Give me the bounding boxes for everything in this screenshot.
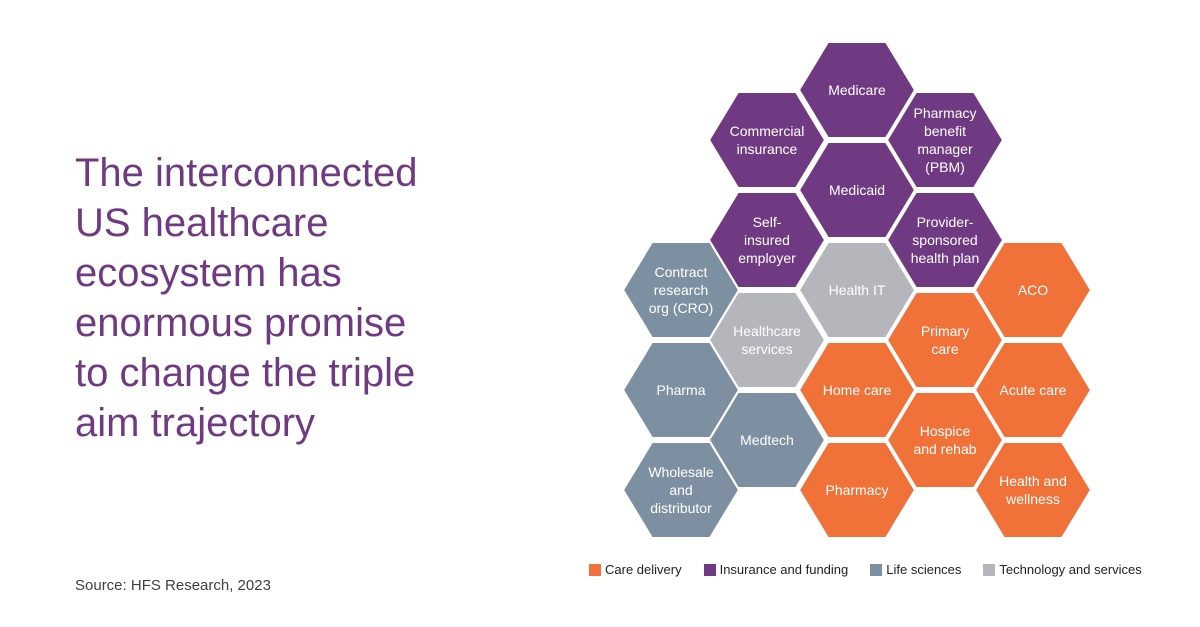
headline-line: aim trajectory — [75, 401, 316, 445]
hex-label: manager — [917, 141, 973, 157]
legend-swatch — [703, 563, 716, 576]
hex-shape — [885, 291, 1005, 389]
hex-commercial-insurance: Commercial insurance — [707, 91, 827, 189]
hex-label: Contract — [655, 264, 708, 280]
hex-label: insured — [744, 232, 790, 248]
hex-label: (PBM) — [925, 159, 965, 175]
hex-provider-sponsored-health-plan: Provider-sponsored health plan — [885, 191, 1005, 289]
hex-cro: Contract research org (CRO) — [621, 241, 741, 339]
hex-label: care — [931, 341, 958, 357]
hex-label: Commercial — [730, 123, 805, 139]
legend: Care delivery Insurance and funding Life… — [589, 562, 1142, 577]
hex-label: Pharma — [656, 382, 705, 398]
legend-swatch — [589, 563, 601, 576]
hex-label: Primary — [921, 323, 969, 339]
hex-shape — [707, 91, 827, 189]
hex-medicaid: Medicaid — [797, 141, 917, 239]
hex-shape — [797, 441, 917, 539]
hex-medicare: Medicare — [797, 41, 917, 139]
hex-label: Home care — [823, 382, 892, 398]
headline-line: ecosystem has — [75, 251, 342, 295]
hex-shape — [797, 41, 917, 139]
hex-label: benefit — [924, 123, 966, 139]
hex-label: ACO — [1018, 282, 1048, 298]
hex-shape — [797, 141, 917, 239]
legend-item-technology-and-services: Technology and services — [983, 562, 1142, 577]
hex-label: and — [669, 482, 692, 498]
hex-shape — [885, 391, 1005, 489]
hex-health-it: Health IT — [797, 241, 917, 339]
hex-shape — [797, 341, 917, 439]
headline-line: The interconnected — [75, 151, 418, 195]
hex-shape — [797, 241, 917, 339]
hex-label: Medicaid — [829, 182, 885, 198]
hex-label: and rehab — [913, 441, 976, 457]
hex-label: Wholesale — [648, 464, 714, 480]
hex-label: Acute care — [1000, 382, 1067, 398]
headline-line: to change the triple — [75, 351, 416, 395]
hex-label: Medicare — [828, 82, 886, 98]
legend-label: Insurance and funding — [719, 562, 849, 577]
legend-label: Care delivery — [605, 562, 682, 577]
hex-label: distributor — [650, 500, 712, 516]
hex-pharmacy: Pharmacy — [797, 441, 917, 539]
hex-label: wellness — [1005, 491, 1060, 507]
hex-healthcare-services: Healthcare services — [707, 291, 827, 389]
legend-label: Technology and services — [999, 562, 1142, 577]
legend-swatch — [870, 563, 883, 576]
hex-shape — [885, 91, 1005, 189]
hex-label: research — [654, 282, 708, 298]
hex-label: services — [741, 341, 792, 357]
legend-item-life-sciences: Life sciences — [870, 562, 961, 577]
hex-label: sponsored — [912, 232, 977, 248]
hex-label: health plan — [911, 250, 980, 266]
headline-line: enormous promise — [75, 301, 407, 345]
legend-label: Life sciences — [886, 562, 962, 577]
hex-shape — [621, 341, 741, 439]
hex-label: Pharmacy — [825, 482, 888, 498]
hex-pharma: Pharma — [621, 341, 741, 439]
hex-shape — [621, 241, 741, 339]
hex-medtech: Medtech — [707, 391, 827, 489]
legend-item-care-delivery: Care delivery — [589, 562, 682, 577]
hex-acute-care: Acute care — [973, 341, 1093, 439]
legend-swatch — [983, 563, 996, 576]
hex-primary-care: Primary care — [885, 291, 1005, 389]
headline: The interconnected US healthcare ecosyst… — [75, 148, 495, 448]
hex-wholesale-and-distributor: Wholesale and distributor — [621, 441, 741, 539]
hex-label: org (CRO) — [649, 300, 714, 316]
hex-health-and-wellness: Health and wellness — [973, 441, 1093, 539]
headline-line: US healthcare — [75, 201, 329, 245]
hex-label: Healthcare — [733, 323, 801, 339]
hex-label: Medtech — [740, 432, 794, 448]
hex-shape — [973, 341, 1093, 439]
hex-shape — [885, 191, 1005, 289]
hex-label: Health and — [999, 473, 1067, 489]
hex-shape — [621, 441, 741, 539]
hex-label: Health IT — [829, 282, 886, 298]
hex-pbm: Pharmacy benefit manager (PBM) — [885, 91, 1005, 189]
hex-self-insured-employer: Self-insured employer — [707, 191, 827, 289]
hex-label: insurance — [737, 141, 798, 157]
hex-label: Self- — [753, 214, 782, 230]
source-note: Source: HFS Research, 2023 — [75, 577, 271, 594]
hex-hospice-and-rehab: Hospice and rehab — [885, 391, 1005, 489]
hex-shape — [973, 441, 1093, 539]
hex-label: Hospice — [920, 423, 971, 439]
legend-item-insurance-and-funding: Insurance and funding — [703, 562, 849, 577]
hex-aco: ACO — [973, 241, 1093, 339]
hex-shape — [973, 241, 1093, 339]
hex-label: Pharmacy — [913, 105, 976, 121]
hex-label: Provider- — [917, 214, 974, 230]
hex-home-care: Home care — [797, 341, 917, 439]
hex-label: employer — [738, 250, 796, 266]
